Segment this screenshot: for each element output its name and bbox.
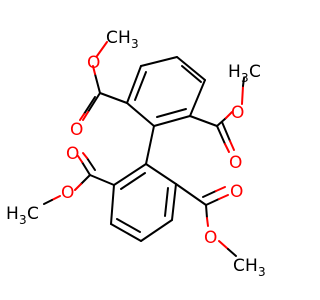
bond	[94, 73, 101, 94]
lower-ring	[110, 163, 177, 242]
methyl-subscript: 3	[241, 71, 249, 85]
bond	[86, 157, 96, 171]
bond	[205, 198, 220, 206]
methyl-hydrogen-label: H	[118, 28, 131, 48]
methyl-carbon-label: C	[249, 62, 261, 82]
bond	[110, 184, 115, 225]
bond	[181, 65, 202, 83]
biphenyl-tetraester-structure: O O C H 3 O O H 3 C O O H 3 C O O C H 3	[6, 28, 266, 279]
methyl-subscript: 3	[258, 265, 266, 279]
structure-diagram: O O C H 3 O O H 3 C O O H 3 C O O C H 3	[6, 28, 266, 279]
bond	[221, 121, 231, 142]
bond	[171, 183, 177, 221]
bond	[153, 115, 191, 127]
oxygen-label: O	[204, 228, 217, 248]
bond	[134, 71, 147, 101]
bond	[120, 172, 146, 190]
bond	[89, 174, 115, 186]
ester-lower-left	[43, 152, 115, 205]
bond	[82, 111, 89, 121]
oxygen-label: O	[229, 153, 242, 173]
bond	[175, 183, 207, 206]
bond	[92, 65, 96, 75]
bond	[116, 218, 141, 233]
bond	[215, 186, 226, 192]
oxygen-label: O	[66, 144, 79, 164]
methyl-carbon-label: C	[106, 28, 118, 48]
bond	[227, 248, 237, 257]
oxygen-label: O	[70, 120, 83, 140]
bond	[205, 204, 208, 219]
oxygen-label: O	[230, 182, 243, 202]
bond	[110, 223, 142, 242]
bond	[80, 174, 91, 185]
methyl-carbon-label: C	[233, 256, 245, 276]
methyl-hydrogen-label: H	[6, 204, 19, 224]
bond	[82, 152, 88, 159]
bond	[140, 56, 178, 67]
methyl-subscript: 3	[19, 213, 27, 227]
bond	[224, 143, 230, 153]
ester-upper-right	[189, 77, 245, 153]
ester-lower-right	[175, 183, 237, 257]
bond	[113, 163, 147, 186]
bond	[145, 163, 177, 185]
oxygen-label: O	[231, 103, 244, 123]
bond	[229, 140, 235, 151]
bond	[99, 92, 128, 104]
bond	[241, 85, 244, 105]
oxygen-label: O	[61, 183, 74, 203]
bond	[206, 217, 209, 227]
upper-ring	[126, 56, 206, 127]
bond	[176, 56, 206, 81]
bond	[189, 79, 206, 117]
bond	[164, 187, 169, 217]
bond	[216, 125, 226, 145]
methyl-hydrogen-label: H	[245, 256, 258, 276]
bond	[81, 161, 91, 176]
methyl-hydrogen-label: H	[228, 62, 241, 82]
bond	[156, 108, 187, 118]
bond	[83, 96, 96, 115]
bond	[43, 199, 53, 205]
bond	[74, 183, 82, 191]
bond	[126, 102, 155, 127]
bond	[218, 194, 229, 200]
methyl-subscript: 3	[131, 37, 139, 51]
methyl-carbon-label: C	[27, 204, 39, 224]
bond	[87, 92, 101, 113]
bond	[126, 65, 142, 104]
bond	[77, 155, 83, 163]
bond	[202, 190, 217, 198]
bond	[242, 77, 245, 87]
bond	[51, 195, 61, 201]
ester-upper-left	[79, 41, 128, 121]
bond	[225, 111, 233, 119]
bond	[79, 113, 85, 121]
oxygen-label: O	[87, 53, 100, 73]
bond	[96, 41, 108, 57]
bond	[189, 115, 218, 127]
bond	[218, 240, 229, 250]
biaryl-bond	[145, 125, 155, 165]
bond	[140, 219, 173, 242]
